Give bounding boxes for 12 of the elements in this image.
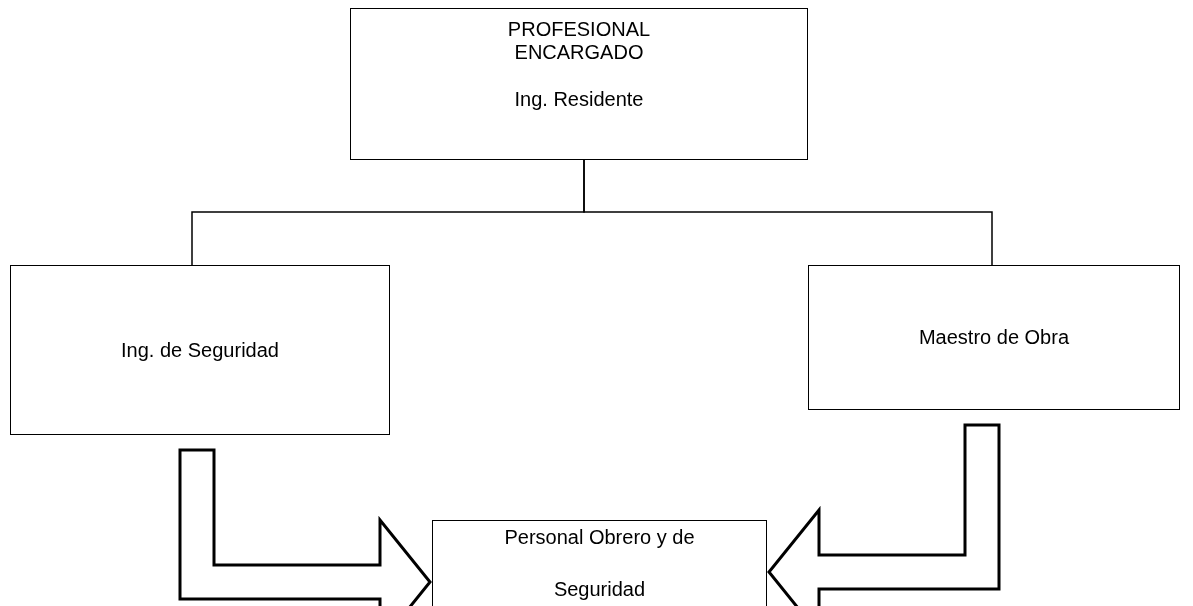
block-arrow xyxy=(178,448,432,606)
box-label: Personal Obrero y de Seguridad xyxy=(503,525,696,602)
org-box xyxy=(808,265,1180,410)
connector-line xyxy=(583,159,993,266)
box-label: Ing. Residente xyxy=(514,87,644,111)
org-box xyxy=(10,265,390,435)
org-box xyxy=(432,520,767,606)
box-label: Ing. de Seguridad xyxy=(121,338,279,362)
org-box xyxy=(350,8,808,160)
box-label: Maestro de Obra xyxy=(918,326,1070,349)
block-arrow xyxy=(767,423,1001,606)
box-heading: PROFESIONAL ENCARGADO xyxy=(506,17,652,64)
